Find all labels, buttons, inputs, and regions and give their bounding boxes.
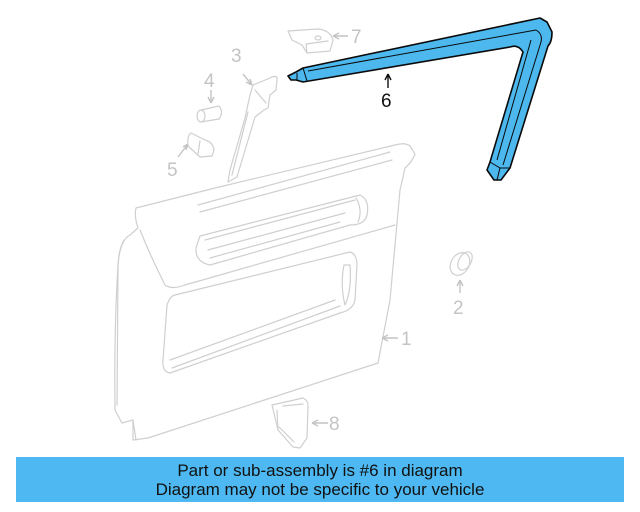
part-4-clip[interactable] bbox=[196, 105, 223, 123]
svg-text:5: 5 bbox=[167, 160, 178, 181]
svg-text:8: 8 bbox=[329, 414, 340, 435]
svg-text:6: 6 bbox=[381, 91, 392, 112]
part-1-trim-panel[interactable] bbox=[114, 143, 416, 441]
callout-3: 3 bbox=[231, 46, 253, 86]
svg-text:1: 1 bbox=[401, 329, 412, 350]
callout-5: 5 bbox=[167, 143, 189, 181]
callout-6: 6 bbox=[381, 73, 392, 112]
part-3-pillar-trim[interactable] bbox=[227, 75, 278, 183]
part-2-plug[interactable] bbox=[446, 249, 475, 279]
part-8-bracket[interactable] bbox=[271, 397, 309, 449]
part-6-weatherstrip[interactable] bbox=[287, 17, 553, 181]
part-7-bracket[interactable] bbox=[287, 28, 334, 54]
svg-text:2: 2 bbox=[453, 298, 464, 319]
callout-8: 8 bbox=[311, 414, 340, 435]
callout-2: 2 bbox=[453, 279, 464, 319]
svg-text:4: 4 bbox=[204, 71, 215, 92]
part-5-retainer[interactable] bbox=[187, 132, 215, 158]
callout-1: 1 bbox=[381, 329, 412, 350]
callout-7: 7 bbox=[332, 27, 362, 48]
banner-line-part: Part or sub-assembly is #6 in diagram bbox=[177, 460, 463, 480]
banner-line-disclaimer: Diagram may not be specific to your vehi… bbox=[155, 479, 485, 499]
part-info-banner: Part or sub-assembly is #6 in diagram Di… bbox=[16, 457, 624, 502]
svg-text:3: 3 bbox=[231, 46, 242, 67]
svg-text:7: 7 bbox=[351, 27, 362, 48]
callout-4: 4 bbox=[204, 71, 215, 104]
